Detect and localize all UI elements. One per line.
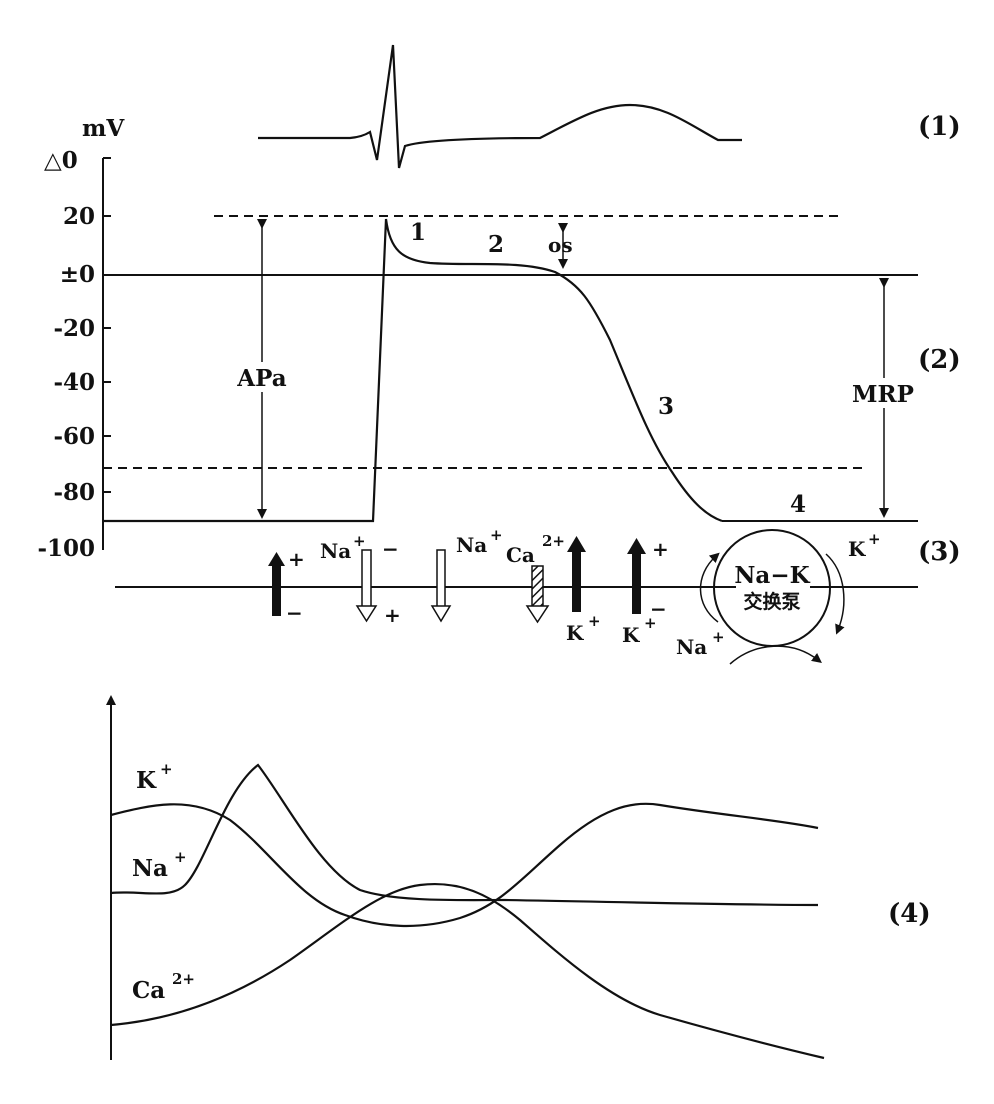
ca-inward-hatched-arrow: Ca 2+ (506, 532, 565, 624)
na-current-label: Na (132, 855, 168, 882)
pump-arrow-bottom (729, 645, 822, 665)
na-label: Na (456, 533, 487, 557)
k-label: K (566, 621, 584, 645)
panel-label-1: (1) (918, 112, 961, 142)
na-k-pump: Na−K 交换泵 K + Na + (676, 529, 881, 665)
pump-arrow-right (825, 553, 845, 635)
phase-1-label: 1 (410, 219, 426, 246)
action-potential-curve (103, 218, 723, 523)
k-sup: + (588, 612, 601, 630)
minus-sign: − (382, 537, 399, 561)
apa-label: APa (236, 365, 287, 392)
os-label: os (548, 233, 573, 257)
pump-k-sup: + (868, 530, 881, 548)
k-outward-arrow-2: + − K + (622, 537, 669, 647)
pump-arrow-left (699, 552, 720, 623)
ecg-trace (258, 44, 742, 169)
k-current-curve (110, 802, 819, 928)
ca-current-curve (110, 883, 825, 1060)
y-tick-label: ±0 (60, 261, 95, 288)
na-current-sup: + (174, 848, 187, 866)
y-tick-label: -80 (53, 479, 95, 506)
ca-label: Ca (506, 543, 535, 567)
ca-current-sup: 2+ (172, 970, 195, 988)
y-tick-label: -60 (53, 423, 95, 450)
y-tick-labels: 20 ±0 -20 -40 -60 -80 -100 (37, 203, 95, 562)
pump-k-label: K (848, 537, 866, 561)
ca-sup: 2+ (542, 532, 565, 550)
y-axis-unit: mV (82, 115, 125, 142)
inward-phase0-black-arrow: + − (268, 547, 305, 625)
k-label: K (622, 623, 640, 647)
y-tick-label: -40 (53, 369, 95, 396)
panel-label-2: (2) (918, 345, 961, 375)
y-tick-label: 20 (63, 203, 95, 230)
mrp-label: MRP (852, 381, 914, 408)
y-tick-label: -100 (37, 535, 95, 562)
na-current-curve (110, 763, 819, 907)
na-sup: + (490, 526, 503, 544)
pump-label: Na−K (734, 562, 810, 589)
k-sup: + (644, 614, 657, 632)
y-ticks (103, 215, 111, 493)
ca-current-label: Ca (132, 977, 165, 1004)
minus-sign: − (286, 601, 303, 625)
panel-label-4: (4) (888, 899, 931, 929)
y-tick-label: -20 (53, 315, 95, 342)
phase-4-label: 4 (790, 491, 806, 518)
pump-na-sup: + (712, 628, 725, 646)
na-sup: + (353, 532, 366, 550)
phase-3-label: 3 (658, 393, 674, 420)
pump-na-label: Na (676, 635, 707, 659)
plus-sign: + (384, 603, 401, 627)
plus-sign: + (288, 547, 305, 571)
na-slow-inward-arrow: Na + (430, 526, 503, 623)
k-current-label: K (136, 767, 157, 794)
y-axis-top-label: △0 (44, 147, 78, 174)
phase-2-label: 2 (488, 231, 504, 258)
plus-sign: + (652, 537, 669, 561)
panel-label-3: (3) (918, 537, 961, 567)
k-outward-arrow-1: K + (566, 536, 601, 645)
minus-sign: − (650, 597, 667, 621)
pump-label-cn: 交换泵 (743, 590, 800, 613)
k-current-sup: + (160, 760, 173, 778)
na-fast-inward-arrow: Na + − + (320, 532, 401, 627)
na-label: Na (320, 539, 351, 563)
